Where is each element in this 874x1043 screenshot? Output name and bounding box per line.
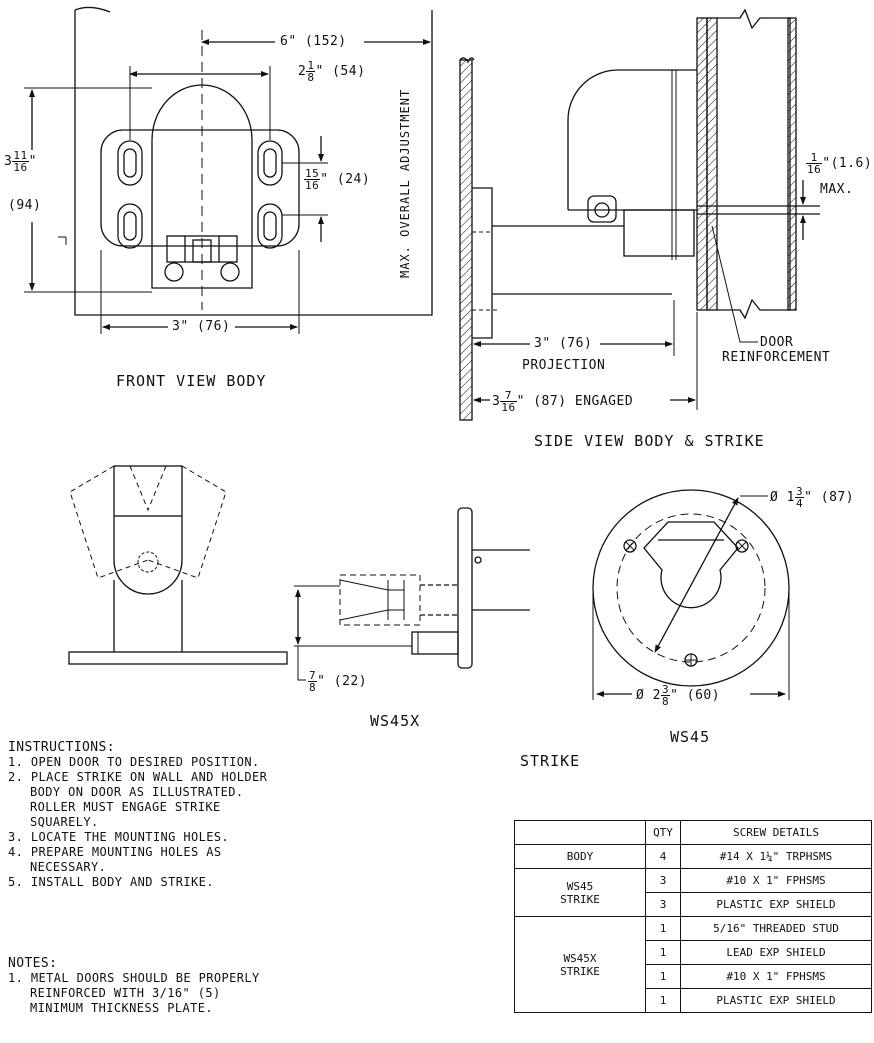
detail-cell: #10 X 1" FPHSMS [680, 964, 872, 989]
detail-cell: PLASTIC EXP SHIELD [680, 988, 872, 1013]
qty-cell: 1 [645, 964, 681, 989]
inner-dia-suffix: " (87) [804, 490, 855, 505]
table-row: 1 PLASTIC EXP SHIELD [515, 988, 872, 1013]
table-row: 1 LEAD EXP SHIELD [515, 940, 872, 965]
instruction-line: NECESSARY. [30, 860, 107, 874]
side-view-caption: SIDE VIEW BODY & STRIKE [534, 432, 765, 450]
instruction-line: 3. LOCATE THE MOUNTING HOLES. [8, 830, 230, 844]
detail-cell: 5/16" THREADED STUD [680, 916, 872, 941]
instruction-line: ROLLER MUST ENGAGE STRIKE [30, 800, 221, 814]
body-detail: #14 X 1¼" TRPHSMS [680, 844, 872, 869]
instruction-line: 1. OPEN DOOR TO DESIRED POSITION. [8, 755, 260, 769]
max-overall-adjustment: MAX. OVERALL ADJUSTMENT [398, 88, 412, 278]
ws45x-label: WS45X [370, 712, 421, 730]
front-base-dim: 3" (76) [172, 319, 231, 334]
ws45x-dim-suffix: " (22) [317, 674, 368, 689]
engaged-suffix: " (87) ENGAGED [516, 394, 634, 409]
door-label: DOOR [760, 335, 794, 350]
detail-cell: #10 X 1" FPHSMS [680, 868, 872, 893]
table-cell [514, 820, 646, 845]
ws45-label-line1: WS45 [566, 879, 594, 893]
projection-label: PROJECTION [522, 358, 606, 373]
front-height-mm: (94) [8, 198, 42, 213]
height-suffix: " [28, 154, 37, 169]
table-row: BODY 4 #14 X 1¼" TRPHSMS [514, 844, 872, 869]
strike-pivot-view [68, 465, 288, 665]
instruction-line: BODY ON DOOR AS ILLUSTRATED. [30, 785, 244, 799]
screw-details-table: QTY SCREW DETAILS BODY 4 #14 X 1¼" TRPHS… [514, 820, 872, 1013]
qty-cell: 1 [645, 940, 681, 965]
instruction-line: 5. INSTALL BODY AND STRIKE. [8, 875, 214, 889]
detail-cell: LEAD EXP SHIELD [680, 940, 872, 965]
table-row: QTY SCREW DETAILS [514, 820, 872, 845]
slot-suffix: " (24) [320, 172, 371, 187]
instruction-line: 2. PLACE STRIKE ON WALL AND HOLDER [8, 770, 268, 784]
note-line: MINIMUM THICKNESS PLATE. [30, 1001, 213, 1015]
notes-title: NOTES: [8, 956, 58, 971]
outer-dia-prefix: Ø 2 [636, 688, 661, 703]
note-line: REINFORCED WITH 3/16" (5) [30, 986, 221, 1000]
instruction-line: SQUARELY. [30, 815, 99, 829]
table-row: 3 PLASTIC EXP SHIELD [515, 892, 872, 917]
front-view-caption: FRONT VIEW BODY [116, 372, 267, 390]
qty-cell: 3 [645, 868, 681, 893]
instructions-block: INSTRUCTIONS: 1. OPEN DOOR TO DESIRED PO… [8, 740, 267, 890]
qty-header: QTY [645, 820, 681, 845]
qty-cell: 3 [645, 892, 681, 917]
reinforcement-label: REINFORCEMENT [722, 350, 831, 365]
projection-dim: 3" (76) [534, 336, 593, 351]
qty-cell: 1 [645, 988, 681, 1013]
engaged-whole: 3 [492, 394, 501, 409]
hole-spacing-suffix: " (54) [315, 64, 366, 79]
details-header: SCREW DETAILS [680, 820, 872, 845]
strike-ws45x [294, 507, 530, 681]
body-qty: 4 [645, 844, 681, 869]
ws45x-label-line1: WS45X [563, 951, 597, 965]
side-view-body-strike [459, 8, 820, 421]
gap-suffix: "(1.6) [822, 156, 873, 171]
note-line: 1. METAL DOORS SHOULD BE PROPERLY [8, 971, 260, 985]
ws45-label: WS45 [670, 728, 711, 746]
instructions-title: INSTRUCTIONS: [8, 740, 115, 755]
strike-caption: STRIKE [520, 752, 581, 770]
detail-cell: PLASTIC EXP SHIELD [680, 892, 872, 917]
body-label: BODY [514, 844, 646, 869]
ws45x-label-line2: STRIKE [560, 964, 600, 978]
qty-cell: 1 [645, 916, 681, 941]
height-whole: 3 [4, 154, 13, 169]
notes-block: NOTES: 1. METAL DOORS SHOULD BE PROPERLY… [8, 956, 260, 1016]
front-width-dim: 6" (152) [280, 34, 347, 49]
instruction-line: 4. PREPARE MOUNTING HOLES AS [8, 845, 222, 859]
gap-max-label: MAX. [820, 182, 854, 197]
outer-dia-suffix: " (60) [670, 688, 721, 703]
inner-dia-prefix: Ø 1 [770, 490, 795, 505]
strike-ws45 [592, 489, 790, 700]
front-view-body [24, 6, 433, 334]
ws45-label-line2: STRIKE [560, 892, 600, 906]
hole-spacing-whole: 2 [298, 64, 307, 79]
